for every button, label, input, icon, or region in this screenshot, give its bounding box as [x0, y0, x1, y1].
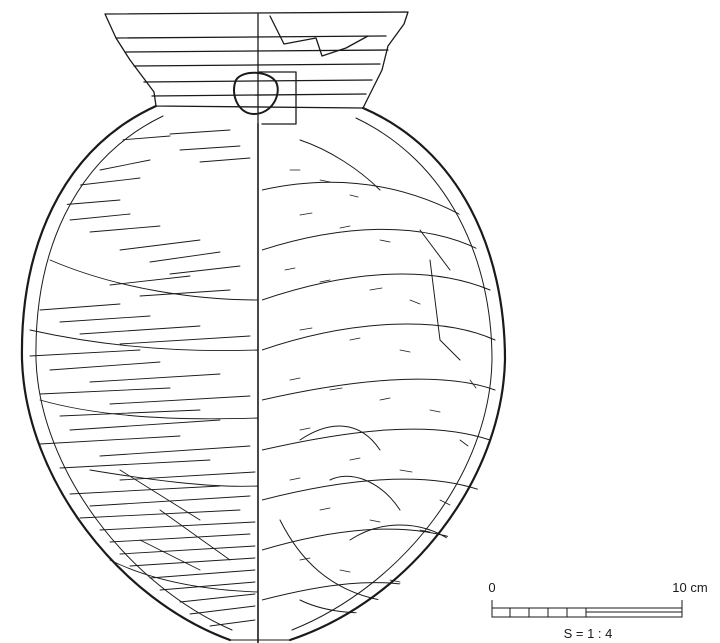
vessel-body-outline [20, 104, 507, 643]
left-half-tool-marks [29, 129, 259, 627]
scale-ratio-label: S = 1 : 4 [564, 626, 613, 641]
right-half-surface-marks [262, 139, 496, 614]
scale-start-label: 0 [488, 580, 495, 595]
scale-end-label: 10 cm [672, 580, 707, 595]
vessel-rim [104, 11, 409, 125]
scale-bar-ticks [491, 600, 683, 617]
right-half-short-strokes [284, 169, 477, 583]
scale-bar: 0 10 cm S = 1 : 4 [488, 580, 707, 641]
